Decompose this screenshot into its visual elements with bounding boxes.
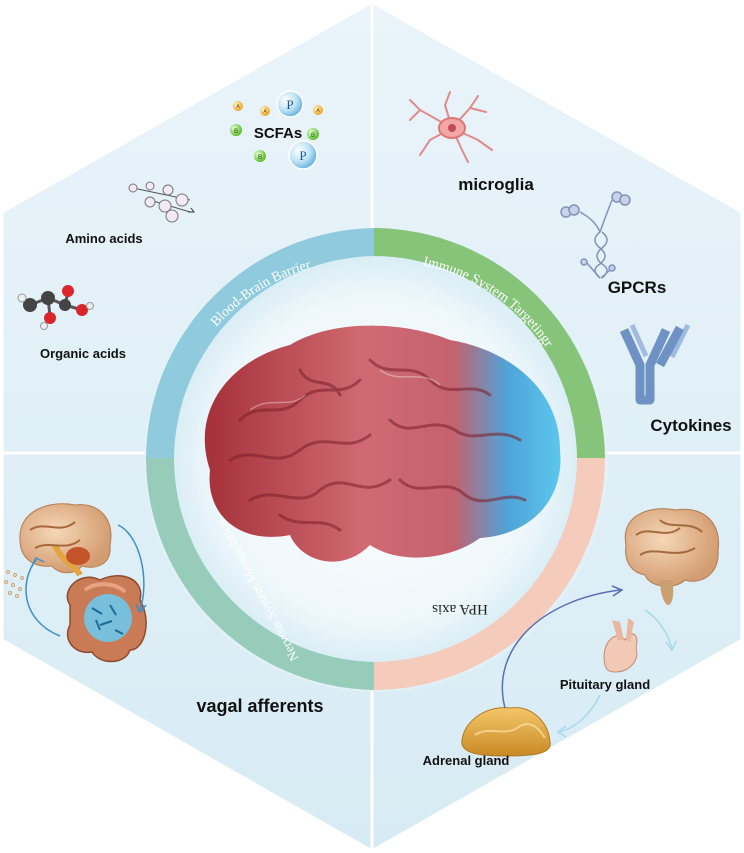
- scfa-p-label-2: P: [299, 148, 306, 163]
- gpcrs-label: GPCRs: [608, 278, 667, 297]
- gpcr-receptor-icon: [560, 191, 631, 279]
- ring-segment-bbb: [146, 228, 374, 458]
- organic-acid-molecule-icon: [17, 285, 94, 330]
- organic-acids-label: Organic acids: [40, 346, 126, 361]
- scfa-b-label-2: B: [311, 133, 315, 139]
- microglia-cell-icon: [409, 91, 493, 163]
- cycle-arrows-icon: [25, 524, 147, 637]
- panel-bottom-right: Pituitary gland Adrenal gland: [423, 508, 720, 768]
- pituitary-gland-label: Pituitary gland: [560, 677, 650, 692]
- ring-segment-immune: [374, 228, 605, 458]
- vagal-afferents-label: vagal afferents: [196, 696, 323, 716]
- scfa-p-label: P: [286, 97, 293, 112]
- panel-bottom-left: vagal afferents: [4, 503, 324, 716]
- cytokines-label: Cytokines: [650, 416, 731, 435]
- ring-segment-hpa: [374, 458, 605, 690]
- adrenal-gland-icon: [461, 707, 551, 757]
- microglia-label: microglia: [458, 175, 534, 194]
- ring-segment-nervous: [145, 458, 374, 690]
- arc-label-hpa: HPA axis: [432, 601, 488, 617]
- scfa-a-label-3: A: [316, 108, 320, 114]
- scfa-a-label: A: [236, 104, 240, 110]
- panel-top-right: microglia GPCRs Cytokines: [409, 91, 732, 435]
- adrenal-gland-label: Adrenal gland: [423, 753, 510, 768]
- brain-stem-icon: [624, 508, 720, 605]
- small-brain-icon: [19, 503, 112, 577]
- scfa-b-label-3: B: [258, 155, 262, 161]
- amino-acid-chain-icon: [128, 181, 195, 223]
- scfa-a-label-2: A: [263, 109, 267, 115]
- scfa-b-label: B: [234, 129, 238, 135]
- pituitary-gland-icon: [603, 618, 638, 673]
- scfa-molecules-icon: P P A A A B B B: [230, 90, 323, 170]
- amino-acids-label: Amino acids: [65, 231, 142, 246]
- scfa-label: SCFAs: [254, 125, 302, 142]
- panel-top-left: P P A A A B B B SCFAs: [17, 90, 323, 361]
- intestine-icon: [66, 575, 147, 663]
- brain-illustration: [204, 325, 561, 562]
- bacteria-dots-icon: [4, 570, 24, 598]
- cytokine-antibody-icon: [619, 323, 691, 405]
- hpa-arrows-icon: [501, 585, 677, 738]
